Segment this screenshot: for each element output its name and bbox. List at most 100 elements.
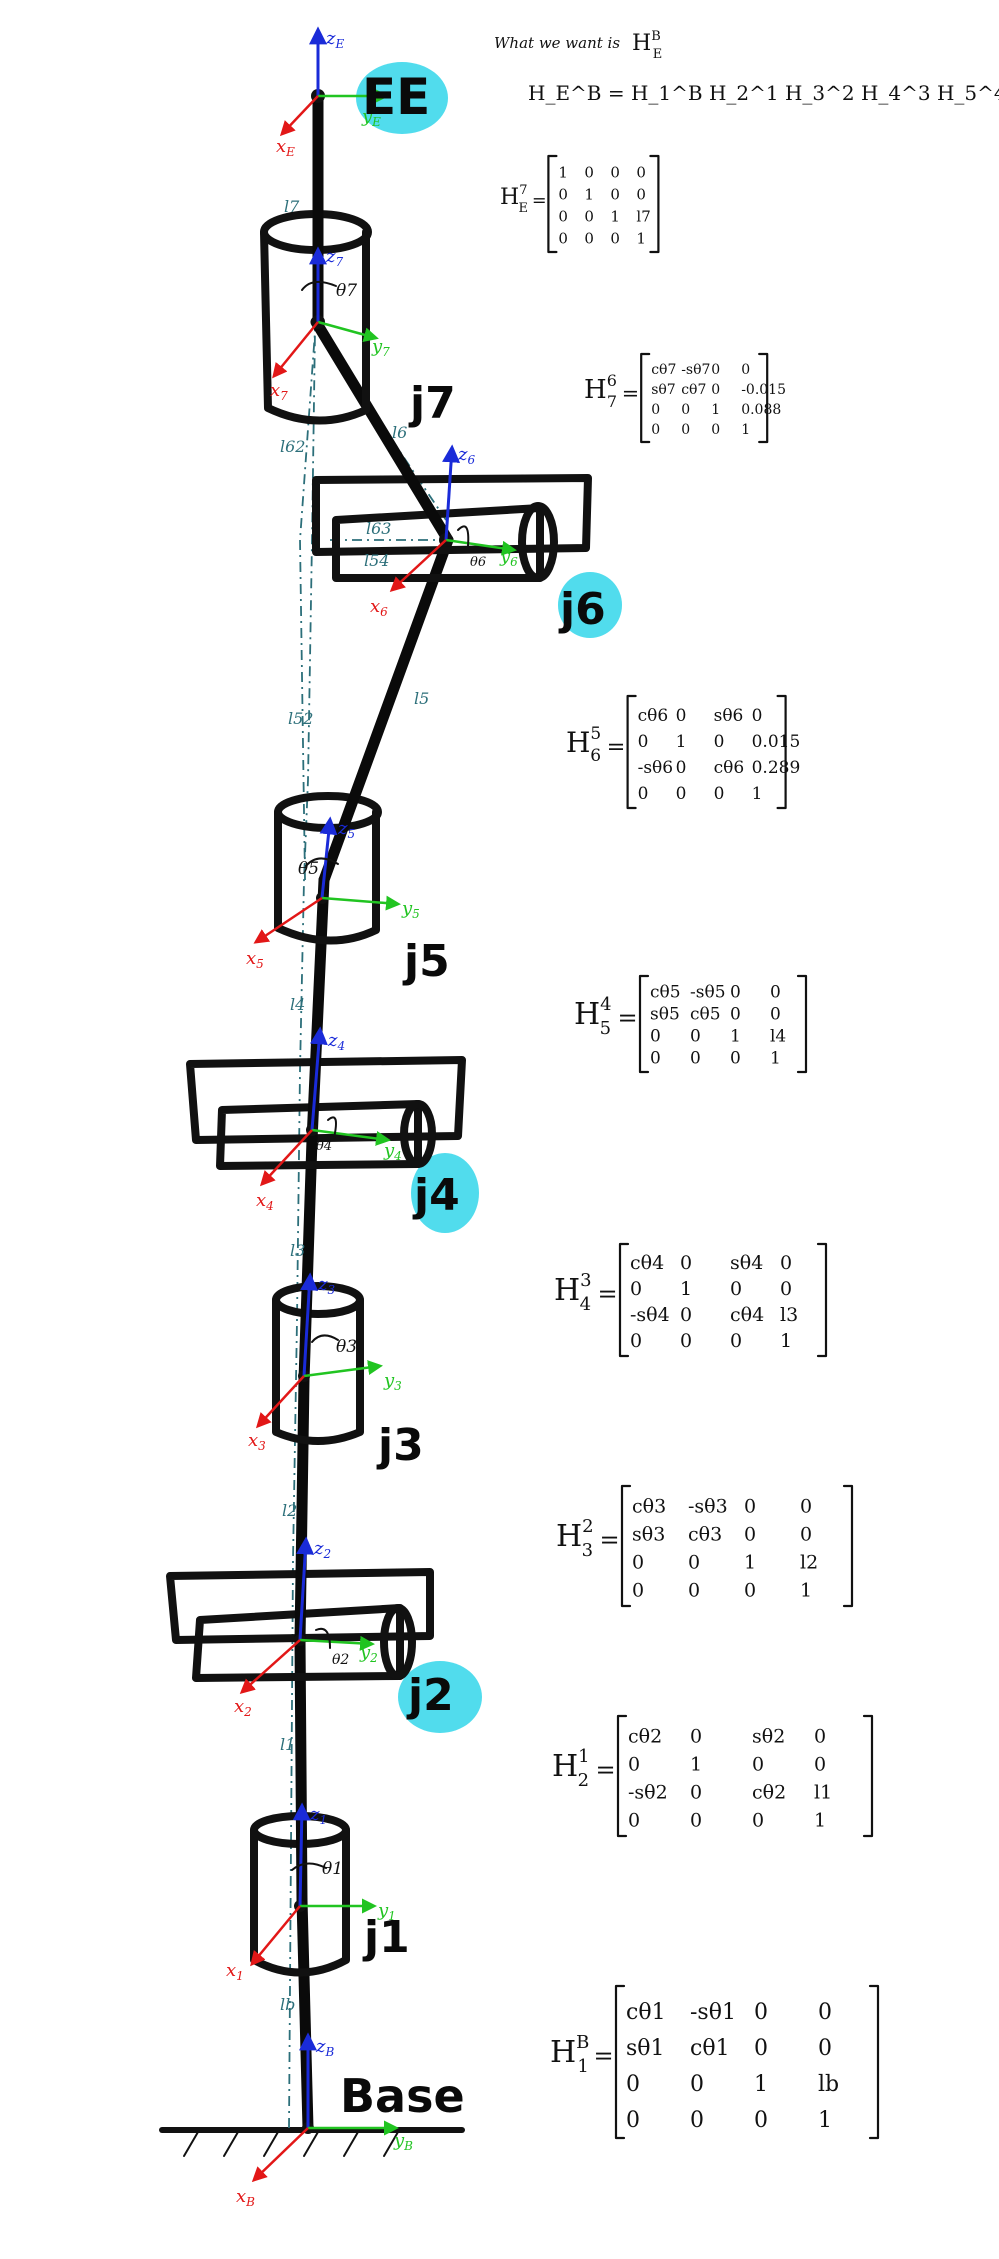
matrix-cell: cθ7: [651, 362, 676, 378]
matrix-cell: 1: [680, 1278, 692, 1300]
matrix-cell: 0: [628, 1753, 640, 1775]
matrix-cell: l3: [780, 1304, 798, 1326]
matrix-cell: 1: [752, 784, 763, 804]
matrix-cell: 0.015: [752, 732, 801, 752]
matrix-cell: l7: [636, 208, 650, 226]
matrix-cell: 0: [730, 1005, 741, 1025]
matrix-cell: cθ2: [752, 1781, 786, 1803]
z-7-label: z7: [325, 246, 343, 269]
z-E-label: zE: [325, 28, 344, 51]
matrix-cell: 0: [780, 1278, 792, 1300]
matrix-cell: 0: [626, 2072, 640, 2097]
matrix-cell: 0: [688, 1579, 700, 1601]
matrix-right-bracket: [758, 352, 769, 444]
j6-label: j6: [558, 584, 606, 635]
z-1-label: z1: [309, 1804, 327, 1827]
matrix-cell: 0: [690, 1049, 701, 1069]
length-l54-label: l54: [364, 551, 389, 570]
matrix-cell: 1: [690, 1753, 702, 1775]
matrix-cell: 1: [818, 2108, 832, 2133]
theta-2-label: θ2: [332, 1652, 349, 1668]
matrix-right-bracket: [796, 974, 808, 1074]
x-E-label: xE: [276, 136, 295, 159]
joint-3-cylinder: [272, 1282, 364, 1445]
z-4-label: z4: [327, 1030, 345, 1053]
y-4-label: y4: [383, 1140, 402, 1163]
matrix-cell: 0: [690, 1809, 702, 1831]
matrix-cell: 0: [584, 164, 594, 182]
matrix-cell: 1: [558, 164, 568, 182]
matrix-cell: 0: [744, 1523, 756, 1545]
matrix-cell: 0: [626, 2108, 640, 2133]
matrix-cell: cθ5: [690, 1005, 721, 1025]
matrix-cell: 1: [610, 208, 620, 226]
y-B-label: yB: [393, 2130, 413, 2153]
matrix-cell: 0: [630, 1330, 642, 1352]
matrix-right-bracket: [649, 154, 660, 254]
matrix-cell: sθ6: [714, 706, 744, 726]
matrix-cell: sθ1: [626, 2036, 665, 2061]
y-5-label: y5: [401, 898, 420, 921]
matrix-cell: -sθ6: [638, 758, 674, 778]
matrix-cell: cθ6: [638, 706, 669, 726]
header-chain: H_E^B = H_1^B H_2^1 H_3^2 H_4^3 H_5^4 H_…: [528, 81, 999, 105]
matrix-cell: 0: [818, 2000, 832, 2025]
x-6-label: x6: [370, 596, 388, 619]
matrix-cell: 0: [681, 402, 690, 418]
matrix-cell: 0: [818, 2036, 832, 2061]
length-l5-label: l5: [414, 689, 429, 708]
matrix-cell: 0: [730, 1278, 742, 1300]
rotation-arcs: [291, 280, 470, 1871]
theta-5-label: θ5: [298, 859, 319, 879]
j2-label: j2: [406, 1670, 454, 1721]
matrix-cell: 0: [754, 2036, 768, 2061]
matrix-cell: 0: [638, 784, 649, 804]
matrix-cell: 0: [610, 164, 620, 182]
theta-6-label: θ6: [470, 555, 486, 570]
matrix-equals: =: [607, 734, 626, 760]
matrix-cell: 0: [558, 186, 568, 204]
matrix-cell: -0.015: [741, 382, 786, 398]
j7-label: j7: [408, 378, 456, 429]
x-2-label: x2: [234, 1696, 252, 1719]
matrix-cell: -sθ3: [688, 1495, 728, 1517]
theta-4-label: θ4: [316, 1139, 332, 1154]
matrix-left-bracket: [547, 154, 558, 254]
matrix-cell: 0: [688, 1551, 700, 1573]
frame-6: [389, 444, 517, 593]
matrix-cell: -sθ2: [628, 1781, 668, 1803]
matrix-cell: cθ4: [730, 1304, 764, 1326]
y-6-label: y6: [499, 546, 518, 569]
matrix-equals: =: [596, 1756, 616, 1784]
matrix-right-bracket: [816, 1242, 828, 1358]
matrix-cell: 0: [770, 1005, 781, 1025]
matrix-left-bracket: [620, 1484, 632, 1608]
length-lb-label: lb: [280, 1995, 295, 2014]
matrix-cell: sθ3: [632, 1523, 665, 1545]
matrix-left-bracket: [618, 1242, 630, 1358]
matrix-left-bracket: [638, 974, 650, 1074]
frame-B: [251, 2032, 399, 2183]
y-1-label: y1: [377, 1900, 396, 1923]
length-l4-label: l4: [290, 995, 305, 1014]
matrix-cell: 0: [814, 1725, 826, 1747]
matrix-right-bracket: [868, 1984, 880, 2140]
matrix-cell: 0: [558, 230, 568, 248]
matrix-cell: 0: [800, 1495, 812, 1517]
matrix-equals: =: [594, 2042, 614, 2070]
matrix-cell: 0: [714, 784, 725, 804]
matrix-equals: =: [622, 381, 639, 405]
matrix-cell: 1: [800, 1579, 812, 1601]
matrix-cell: 0: [814, 1753, 826, 1775]
matrix-cell: cθ3: [632, 1495, 666, 1517]
matrix-equals: =: [600, 1526, 620, 1554]
matrix-cell: 1: [676, 732, 687, 752]
